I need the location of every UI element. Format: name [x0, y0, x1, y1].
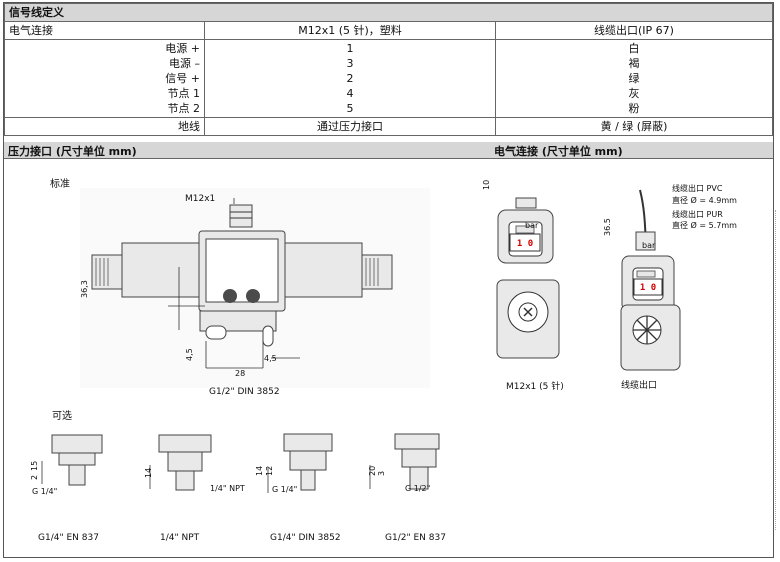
option-label: 1/4" NPT [160, 533, 200, 543]
optional-thread-drawings [41, 433, 440, 493]
ground-label: 地线 [4, 117, 205, 136]
signal-name: 电源 + [165, 42, 200, 55]
option-thread-label: G 1/2" [405, 484, 431, 493]
standard-sensor-drawing [80, 188, 430, 388]
electrical-dimension-36-5: 36.5 [603, 218, 612, 236]
electrical-dimension-10: 10 [482, 179, 491, 190]
option-thread-label: G 1/4" [272, 485, 298, 494]
wire-color-cell: 白 褐 绿 灰 粉 [495, 39, 773, 118]
option-label: G1/4" DIN 3852 [270, 533, 341, 543]
option-dimension: 20 [368, 465, 377, 476]
pin-number: 1 [346, 42, 354, 55]
option-thread-label: 1/4" NPT [210, 484, 245, 493]
option-dimension: 2 [30, 474, 39, 480]
wire-color: 绿 [628, 72, 640, 85]
signal-name: 信号 + [165, 72, 200, 85]
pin-number: 2 [346, 72, 354, 85]
m12-display-value: 1 0 [517, 239, 533, 249]
option-dimension: 14 [144, 467, 153, 478]
option-thread-label: G 1/4" [32, 487, 58, 496]
signal-section-title: 信号线定义 [4, 3, 773, 22]
page-edge-marker [775, 210, 780, 530]
ground-value: 通过压力接口 [204, 117, 496, 136]
slot-width-label: 4,5 [264, 354, 277, 363]
cable-outlet-label: 线缆出口 [621, 381, 658, 391]
option-label: G1/2" EN 837 [385, 533, 446, 543]
electrical-cable-drawing: 1 0 [620, 189, 681, 371]
option-dimension: 14 [255, 465, 264, 476]
signal-name: 节点 2 [167, 102, 201, 115]
cable-pur-label: 线缆出口 PUR [672, 210, 723, 219]
signal-name: 电源 – [169, 57, 200, 70]
pin-number: 5 [346, 102, 354, 115]
electrical-section-title: 电气连接 (尺寸单位 mm) [490, 142, 773, 159]
diameter-pvc-label: 直径 Ø = 4.9mm [672, 196, 737, 205]
m12-connector-label: M12x1 (5 针) [506, 382, 564, 392]
ground-color: 黄 / 绿 (屏蔽) [495, 117, 773, 136]
main-thread-label: G1/2" DIN 3852 [209, 387, 280, 397]
standard-label: 标准 [50, 179, 70, 190]
height-dimension-label: 36,3 [80, 280, 89, 298]
m12-dimension-label: M12x1 [185, 194, 216, 204]
slot-dimension-label: 4,5 [185, 348, 194, 361]
wire-color: 粉 [628, 102, 640, 115]
wire-color: 褐 [628, 57, 640, 70]
signal-name-cell: 电源 + 电源 – 信号 + 节点 1 节点 2 [4, 39, 205, 118]
cable-header: 线缆出口(IP 67) [495, 21, 773, 40]
wire-color: 白 [628, 42, 640, 55]
width-dimension-label: 28 [235, 369, 246, 378]
electrical-m12-drawing: 1 0 [496, 197, 560, 359]
brand-label: bar [525, 221, 539, 230]
brand-label-cable: bar [642, 241, 656, 250]
pin-cell: 1 3 2 4 5 [204, 39, 496, 118]
option-dimension: 15 [30, 460, 39, 471]
pressure-section-title: 压力接口 (尺寸单位 mm) [4, 142, 490, 159]
option-dimension: 12 [265, 465, 274, 476]
diameter-pur-label: 直径 Ø = 5.7mm [672, 221, 737, 230]
m12-header: M12x1 (5 针)，塑料 [204, 21, 496, 40]
datasheet-frame [3, 2, 774, 558]
cable-pvc-label: 线缆出口 PVC [672, 184, 723, 193]
electrical-connection-label: 电气连接 [4, 21, 205, 40]
pin-number: 4 [346, 87, 354, 100]
option-label: G1/4" EN 837 [38, 533, 99, 543]
cable-display-value: 1 0 [640, 283, 656, 293]
optional-label: 可选 [52, 411, 72, 422]
wire-color: 灰 [628, 87, 640, 100]
signal-definition-table: 信号线定义 电气连接 M12x1 (5 针)，塑料 线缆出口(IP 67) 电源… [4, 3, 773, 136]
pin-number: 3 [346, 57, 354, 70]
signal-name: 节点 1 [167, 87, 201, 100]
option-dimension: 3 [377, 470, 386, 476]
